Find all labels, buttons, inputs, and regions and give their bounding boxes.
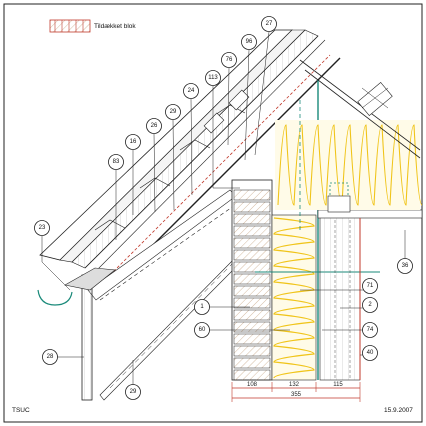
callout-circle <box>146 118 162 134</box>
callout-label: 40 <box>367 350 374 356</box>
callout-circle <box>183 83 199 99</box>
brick-course <box>233 369 271 381</box>
callout-label: 1 <box>200 304 204 310</box>
callout-label: 27 <box>266 21 273 27</box>
callout-label: 83 <box>113 159 120 165</box>
brick-course <box>233 189 271 201</box>
dimension-chain: 108 132 115 355 <box>231 382 361 402</box>
fascia <box>37 267 116 401</box>
callout-circle <box>125 384 141 400</box>
callout-circle <box>261 16 277 32</box>
callout-label: 60 <box>199 327 206 333</box>
callout-circle <box>205 70 221 86</box>
callout-label: 29 <box>170 109 177 115</box>
brick-wall <box>231 179 273 381</box>
callout-circle <box>108 154 124 170</box>
brick-course <box>233 309 271 321</box>
callout-circle <box>362 278 378 294</box>
wall-insulation <box>271 214 317 381</box>
dim-115: 115 <box>333 382 343 388</box>
brick-course <box>233 225 271 237</box>
brick-course <box>233 357 271 369</box>
callout-label: 28 <box>47 354 54 360</box>
callout-circle <box>42 349 58 365</box>
callout-circle <box>165 104 181 120</box>
gutter <box>37 289 73 306</box>
callout-circle <box>221 52 237 68</box>
legend-swatch <box>49 19 91 33</box>
callout-label: 24 <box>188 88 195 94</box>
callout-label: 113 <box>208 75 218 81</box>
callout-label: 74 <box>367 327 374 333</box>
callout-circle <box>362 322 378 338</box>
brick-course <box>233 237 271 249</box>
callout-label: 2 <box>368 302 372 308</box>
callout-label: 36 <box>402 263 409 269</box>
callout-circle <box>397 258 413 274</box>
brick-course <box>233 249 271 261</box>
callout-label: 76 <box>226 57 233 63</box>
callouts: 27 96 76 113 24 29 26 16 83 23 36 71 2 1 60 74 40 28 29 <box>34 16 413 400</box>
legend: Tildækket blok <box>49 19 136 33</box>
callout-circle <box>125 134 141 150</box>
dim-total: 355 <box>291 392 302 398</box>
callout-label: 26 <box>151 123 158 129</box>
brick-course <box>233 201 271 213</box>
callout-label: 16 <box>130 139 137 145</box>
callout-circle <box>34 220 50 236</box>
brick-course <box>233 273 271 285</box>
footer-left: TSUC <box>12 407 30 414</box>
legend-text: Tildækket blok <box>94 23 136 30</box>
leader-lines <box>41 31 406 390</box>
attic-truss <box>299 59 421 213</box>
callout-circle <box>194 299 210 315</box>
brick-course <box>233 321 271 333</box>
roof-construction <box>39 29 341 279</box>
brick-course <box>233 261 271 273</box>
brick-course <box>233 285 271 297</box>
attic-insulation <box>275 120 423 210</box>
footer-right: 15.9.2007 <box>384 407 413 414</box>
callout-circle <box>241 34 257 50</box>
callout-circle <box>362 345 378 361</box>
callout-label: 96 <box>246 39 253 45</box>
dim-108: 108 <box>247 382 258 388</box>
brick-course <box>233 297 271 309</box>
dim-132: 132 <box>289 382 300 388</box>
brick-course <box>233 213 271 225</box>
callout-circle <box>194 322 210 338</box>
callout-label: 71 <box>367 283 374 289</box>
brick-course <box>233 333 271 345</box>
brick-course <box>233 345 271 357</box>
callout-label: 23 <box>39 225 46 231</box>
inner-wall <box>319 214 361 381</box>
callout-label: 29 <box>130 389 137 395</box>
callout-circle <box>362 297 378 313</box>
